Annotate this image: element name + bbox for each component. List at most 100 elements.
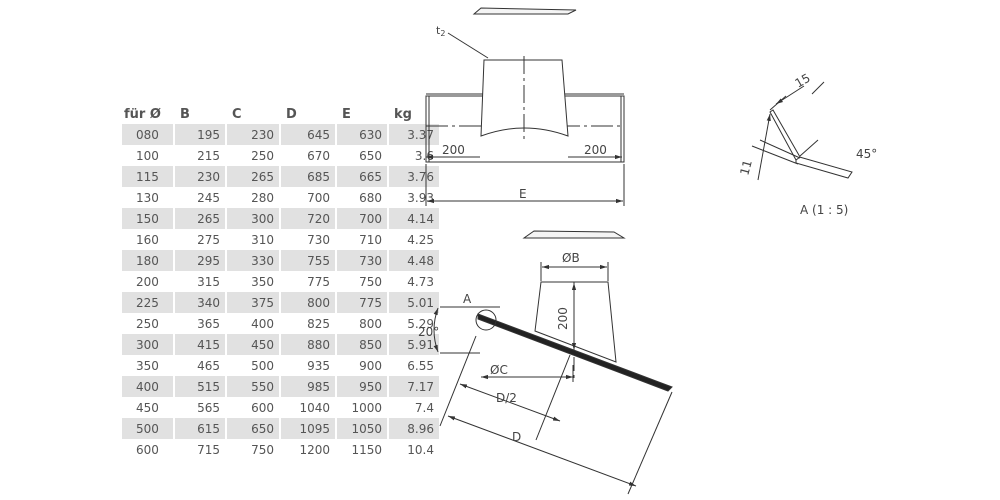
table-cell: 400	[122, 376, 173, 397]
table-cell: 5.91	[389, 334, 439, 355]
table-cell: 130	[136, 190, 159, 205]
header-kg: kg	[394, 106, 412, 122]
table-cell: 4.14	[389, 208, 439, 229]
table-cell: 550	[227, 376, 279, 397]
table-cell: 680	[359, 190, 382, 205]
side-dim-200: 200	[556, 307, 570, 330]
side-label-a: A	[463, 292, 472, 306]
table-cell: 330	[227, 250, 279, 271]
table-cell: 710	[359, 232, 382, 247]
side-view	[433, 230, 673, 495]
header-c: C	[232, 106, 242, 122]
table-cell: 985	[281, 376, 335, 397]
table-cell: 1150	[351, 442, 382, 457]
table-cell: 340	[175, 292, 225, 313]
detail-a-view	[751, 81, 853, 181]
table-cell: 265	[227, 166, 279, 187]
table-cell: 245	[197, 190, 220, 205]
table-cell: 300	[227, 208, 279, 229]
table-cell: 1000	[351, 400, 382, 415]
side-dim-d: D	[512, 430, 521, 444]
front-t2-label: t2	[436, 24, 445, 38]
table-cell: 565	[197, 400, 220, 415]
table-cell: 500	[122, 418, 173, 439]
table-cell: 600	[136, 442, 159, 457]
table-cell: 1200	[299, 442, 330, 457]
table-cell: 500	[251, 358, 274, 373]
table-cell: 775	[307, 274, 330, 289]
table-cell: 195	[175, 124, 225, 145]
table-cell: 800	[281, 292, 335, 313]
detail-plate-shape	[795, 155, 853, 179]
table-cell: 900	[359, 358, 382, 373]
table-cell: 6.55	[407, 358, 434, 373]
table-cell: 7.17	[389, 376, 439, 397]
table-cell: 275	[197, 232, 220, 247]
table-cell: 230	[175, 166, 225, 187]
table-cell: 5.29	[407, 316, 434, 331]
side-cone-shape	[534, 281, 617, 363]
table-cell: 4.73	[407, 274, 434, 289]
table-cell: 315	[197, 274, 220, 289]
table-cell: 450	[227, 334, 279, 355]
side-cap-shape	[522, 230, 626, 239]
detail-caption: A (1 : 5)	[800, 203, 848, 217]
table-cell: 600	[251, 400, 274, 415]
table-cell: 400	[251, 316, 274, 331]
table-cell: 630	[337, 124, 387, 145]
table-cell: 1095	[281, 418, 335, 439]
detail-angle-45: 45°	[856, 147, 877, 161]
header-d: D	[286, 106, 297, 122]
table-cell: 730	[307, 232, 330, 247]
detail-dim-11: 11	[737, 158, 754, 176]
table-cell: 700	[307, 190, 330, 205]
table-cell: 515	[175, 376, 225, 397]
side-dim-d2: D/2	[496, 391, 517, 405]
table-cell: 825	[307, 316, 330, 331]
side-dim-c: ØC	[490, 363, 508, 377]
table-cell: 200	[136, 274, 159, 289]
table-header-row: für Ø B C D E kg	[122, 104, 439, 124]
table-cell: 645	[281, 124, 335, 145]
table-cell: 800	[359, 316, 382, 331]
detail-dim-15: 15	[793, 71, 813, 91]
table-cell: 650	[359, 148, 382, 163]
detail-fold-shape	[769, 109, 801, 161]
table-cell: 7.4	[414, 400, 434, 415]
table-cell: 310	[251, 232, 274, 247]
detail-a-circle	[475, 309, 497, 331]
front-dim-200-right: 200	[584, 143, 607, 157]
table-cell: 375	[227, 292, 279, 313]
table-cell: 750	[251, 442, 274, 457]
header-diameter: für Ø	[124, 106, 161, 122]
table-cell: 365	[197, 316, 220, 331]
table-cell: 350	[136, 358, 159, 373]
side-dim-b: ØB	[562, 251, 580, 265]
table-row: 250 365 400 825 800 5.29	[122, 313, 439, 334]
front-cap-shape	[472, 7, 577, 15]
table-cell: 715	[197, 442, 220, 457]
table-cell: 685	[281, 166, 335, 187]
table-cell: 700	[337, 208, 387, 229]
table-cell: 225	[122, 292, 173, 313]
table-cell: 615	[175, 418, 225, 439]
table-cell: 450	[136, 400, 159, 415]
header-e: E	[342, 106, 351, 122]
table-cell: 230	[227, 124, 279, 145]
table-cell: 215	[197, 148, 220, 163]
table-cell: 300	[122, 334, 173, 355]
table-cell: 250	[136, 316, 159, 331]
table-cell: 080	[122, 124, 173, 145]
table-cell: 115	[122, 166, 173, 187]
table-cell: 880	[281, 334, 335, 355]
